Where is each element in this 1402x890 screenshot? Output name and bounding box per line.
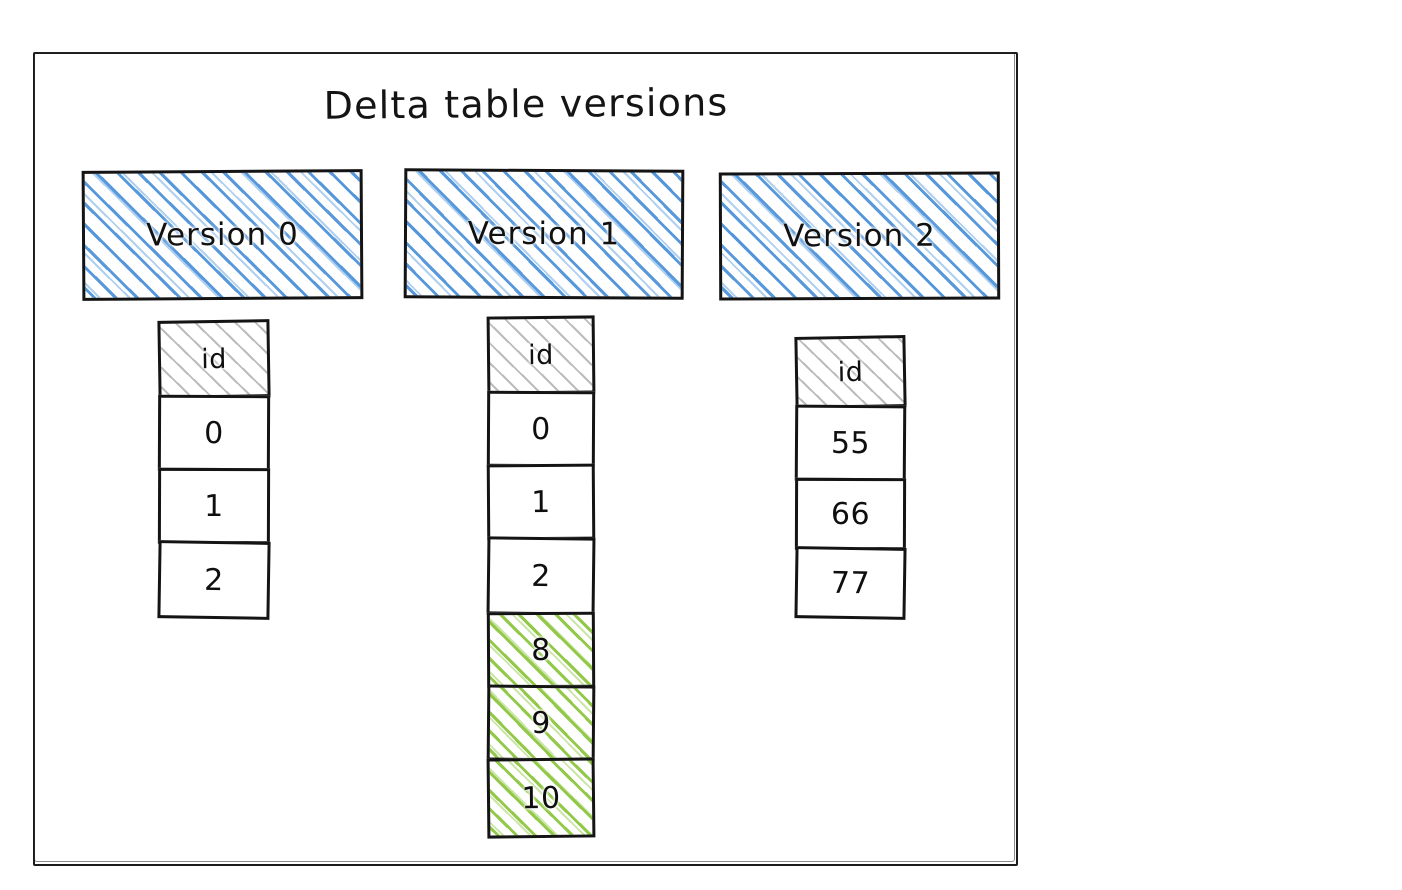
table-row: 1 xyxy=(157,467,271,545)
cell-value: 9 xyxy=(531,705,551,741)
diagram-title: Delta table versions xyxy=(323,80,729,128)
column-header-label: id xyxy=(528,339,554,371)
version-header-label: Version 0 xyxy=(146,216,299,254)
table-row: 55 xyxy=(794,404,907,482)
version-header-label: Version 2 xyxy=(783,217,936,255)
cell-value: 55 xyxy=(830,425,871,461)
table-column-header: id xyxy=(157,319,271,399)
table-row: 66 xyxy=(794,477,907,551)
version-header-label: Version 1 xyxy=(467,215,621,253)
table-row-added: 10 xyxy=(486,757,596,839)
diagram-outer-frame xyxy=(33,52,1018,866)
version-table-2: id 55 66 77 xyxy=(794,335,907,620)
cell-value: 2 xyxy=(530,558,552,594)
cell-value: 2 xyxy=(203,562,225,598)
cell-value: 8 xyxy=(531,632,551,668)
table-row-added: 9 xyxy=(486,684,596,762)
version-header-1[interactable]: Version 1 xyxy=(403,168,685,300)
table-row-added: 8 xyxy=(486,611,596,689)
cell-value: 77 xyxy=(830,565,871,601)
table-column-header: id xyxy=(486,315,596,395)
cell-value: 10 xyxy=(521,780,561,816)
cell-value: 0 xyxy=(204,415,224,451)
cell-value: 1 xyxy=(204,488,224,524)
table-row: 0 xyxy=(486,390,596,468)
version-table-1: id 0 1 2 8 9 10 xyxy=(486,315,596,839)
version-header-0[interactable]: Version 0 xyxy=(81,169,364,301)
column-header-label: id xyxy=(837,356,864,388)
version-table-0: id 0 1 2 xyxy=(157,319,271,620)
table-row: 2 xyxy=(486,536,596,616)
table-column-header: id xyxy=(794,335,907,409)
column-header-label: id xyxy=(200,343,228,375)
version-header-2[interactable]: Version 2 xyxy=(718,171,1001,301)
table-row: 1 xyxy=(486,463,596,541)
table-row: 2 xyxy=(157,540,271,620)
table-row: 0 xyxy=(157,394,271,472)
cell-value: 1 xyxy=(531,484,551,520)
table-row: 77 xyxy=(794,546,907,620)
cell-value: 0 xyxy=(531,411,551,447)
cell-value: 66 xyxy=(830,496,871,532)
